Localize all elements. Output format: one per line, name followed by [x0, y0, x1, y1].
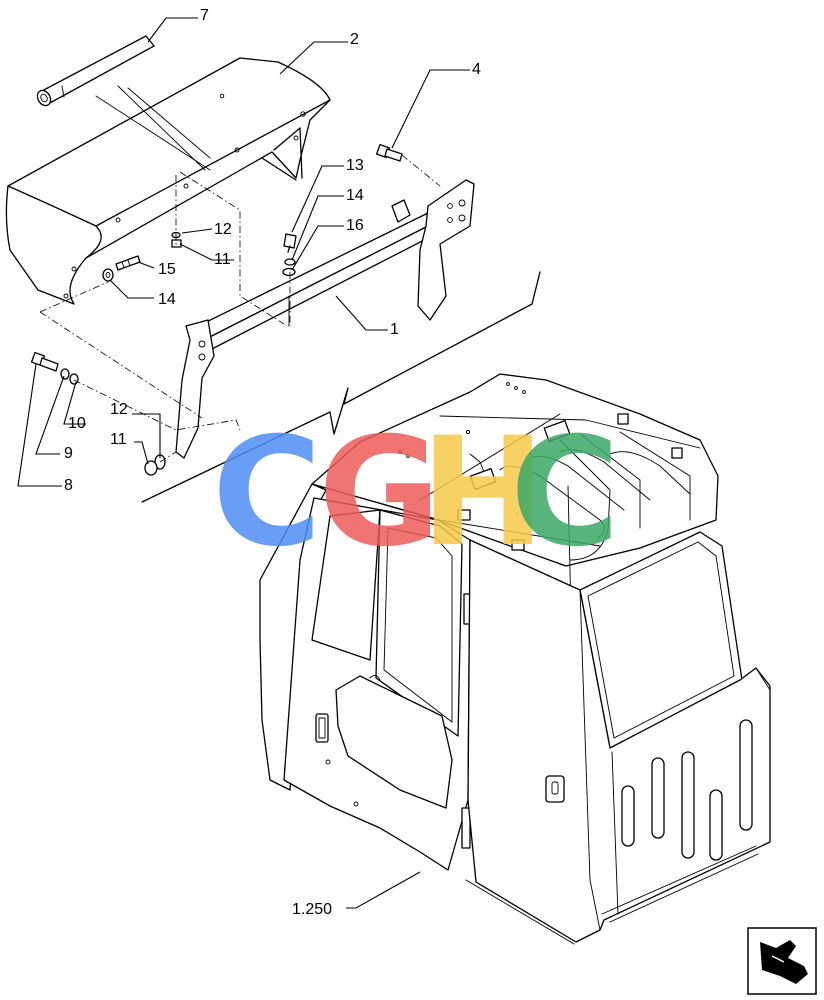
assembly-lines	[39, 154, 441, 463]
callout-16: 16	[346, 217, 364, 234]
callout-10: 10	[68, 415, 86, 432]
nut-part-11a	[171, 239, 182, 248]
washer-part-14b	[102, 268, 114, 282]
watermark-logo: C G H C	[212, 406, 620, 580]
callout-15: 15	[158, 261, 176, 278]
bolt-part-15	[115, 255, 141, 271]
callout-9: 9	[64, 445, 73, 462]
callout-14-upper: 14	[346, 187, 364, 204]
washer-part-16	[282, 267, 296, 277]
callout-8: 8	[64, 477, 73, 494]
callout-12-lower: 12	[110, 401, 128, 418]
bolt-part-8	[30, 351, 59, 372]
bolt-part-13	[283, 233, 297, 253]
bolt-part-4	[375, 143, 403, 162]
callout-14-lower: 14	[158, 291, 176, 308]
callout-1: 1	[390, 321, 399, 338]
next-page-arrow-icon[interactable]	[747, 927, 817, 995]
watermark-letter-2: G	[318, 406, 441, 580]
callout-12-upper: 12	[214, 221, 232, 238]
leader-lines	[17, 17, 470, 909]
callout-4: 4	[472, 61, 481, 78]
callout-13: 13	[346, 157, 364, 174]
callout-labels: 7 2 4 13 14 16 12 11 15 14 1 10 9 8 12 1…	[64, 7, 481, 918]
washer-part-10	[69, 373, 79, 385]
callout-7: 7	[200, 7, 209, 24]
watermark-letter-4: C	[510, 406, 620, 580]
nut-part-11b	[144, 460, 158, 476]
canopy-part-2	[5, 57, 331, 305]
callout-2: 2	[350, 31, 359, 48]
watermark-letter-3: H	[420, 406, 546, 580]
washer-part-9	[60, 368, 70, 380]
callout-11-upper: 11	[214, 251, 231, 268]
tube-part-7	[36, 35, 155, 107]
callout-1250: 1.250	[292, 901, 332, 918]
washer-part-14a	[284, 258, 296, 266]
cab-assembly	[141, 271, 771, 945]
bracket-part-1	[175, 179, 475, 459]
callout-11-lower: 11	[110, 431, 127, 448]
watermark-letter-1: C	[212, 406, 322, 580]
